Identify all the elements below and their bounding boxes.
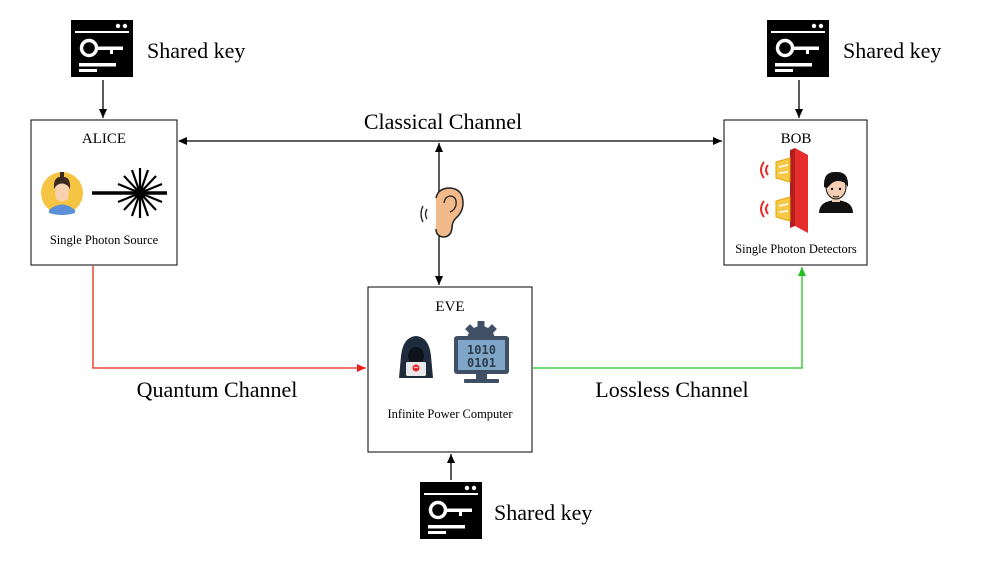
- bob-key-label: Shared key: [843, 38, 941, 63]
- quantum-channel-line: [92, 266, 366, 372]
- eve-key-card-icon: [418, 480, 484, 541]
- alice-person-icon: [41, 172, 83, 215]
- bob-photon-detector-icon: [760, 148, 808, 233]
- eve-hacker-icon: [399, 336, 433, 378]
- eve-key-label: Shared key: [494, 500, 592, 525]
- classical-channel-label: Classical Channel: [364, 109, 522, 134]
- alice-key-label: Shared key: [147, 38, 245, 63]
- alice-key-card-icon: [69, 18, 135, 79]
- bob-person-icon: [819, 171, 853, 213]
- alice-title: ALICE: [82, 131, 126, 147]
- eve-computer-gear-icon: 1010 0101: [454, 321, 509, 383]
- eve-caption: Infinite Power Computer: [388, 407, 514, 421]
- bob-caption: Single Photon Detectors: [735, 242, 857, 256]
- lossless-channel-line: [533, 267, 806, 369]
- eve-screen-text-2: 0101: [467, 356, 496, 370]
- eve-screen-text-1: 1010: [467, 343, 496, 357]
- alice-photon-burst-icon: [92, 168, 167, 218]
- quantum-channel-label: Quantum Channel: [137, 377, 298, 402]
- bob-title: BOB: [781, 131, 812, 147]
- lossless-channel-label: Lossless Channel: [595, 377, 748, 402]
- bob-key-card-icon: [765, 18, 831, 79]
- ear-icon: [420, 187, 464, 238]
- alice-caption: Single Photon Source: [50, 233, 159, 247]
- eve-title: EVE: [435, 299, 464, 315]
